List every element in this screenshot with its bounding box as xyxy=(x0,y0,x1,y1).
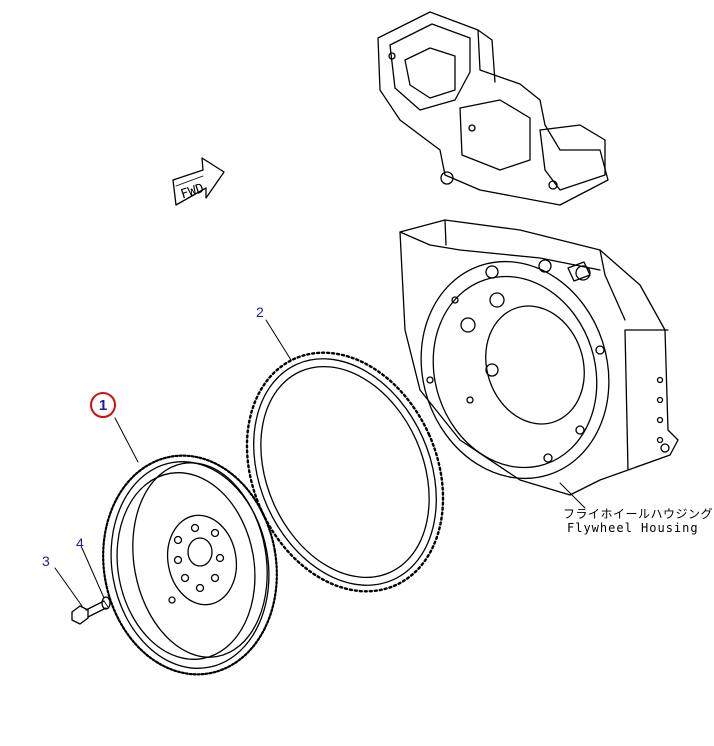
housing-label-jp: フライホイールハウジング xyxy=(563,507,714,521)
leader-lines xyxy=(54,319,586,607)
callout-part-4[interactable]: 4 xyxy=(76,535,84,551)
callout-part-2[interactable]: 2 xyxy=(256,304,264,320)
flywheel xyxy=(102,454,278,676)
housing-label-en: Flywheel Housing xyxy=(567,521,699,535)
flywheel-housing xyxy=(377,11,679,496)
callout-part-3[interactable]: 3 xyxy=(42,553,50,569)
ring-gear xyxy=(245,351,445,593)
fwd-arrow-icon: FWD xyxy=(172,157,225,206)
fwd-label: FWD xyxy=(179,181,206,203)
callout-part-1[interactable]: 1 xyxy=(90,392,116,418)
bolt-and-washer xyxy=(71,596,111,625)
